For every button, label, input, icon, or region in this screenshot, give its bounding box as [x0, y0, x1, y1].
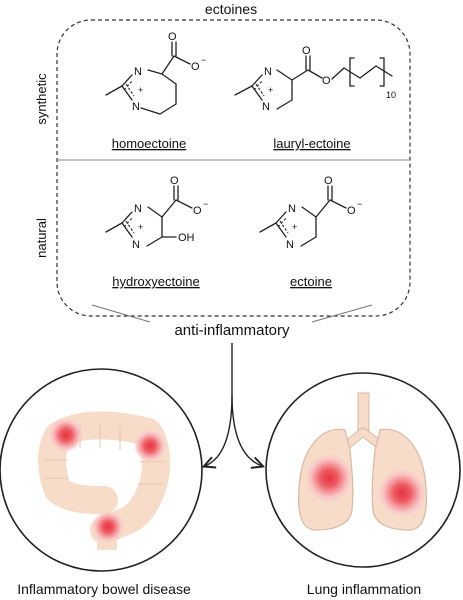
lauryl-ectoine-structure: N N + O O 10: [234, 45, 396, 113]
homoectoine-o-double: O: [168, 31, 177, 43]
ectoine-n-top: N: [288, 203, 296, 215]
hydroxyectoine-plus: +: [138, 222, 143, 232]
ectoine-name: ectoine: [290, 274, 332, 289]
homoectoine-n-top: N: [134, 66, 142, 78]
synthetic-label: synthetic: [34, 73, 49, 125]
hydroxyectoine-oh: OH: [178, 232, 195, 244]
anti-inflammatory-label: anti-inflammatory: [174, 322, 290, 339]
ectoine-o-single: O: [347, 205, 356, 217]
lauryl-ectoine-o-double: O: [302, 45, 311, 57]
homoectoine-structure: N N + O O −: [105, 31, 206, 115]
hydroxyectoine-structure: N N + O O − OH: [105, 175, 208, 251]
lauryl-ectoine-plus: +: [268, 85, 273, 95]
lauryl-ectoine-n-bottom: N: [262, 101, 270, 113]
funnel-right-line: [311, 304, 373, 323]
ectoine-structure: N N + O O −: [259, 175, 362, 251]
homoectoine-name: homoectoine: [112, 136, 186, 151]
homoectoine-plus: +: [138, 85, 143, 95]
hydroxyectoine-n-top: N: [134, 203, 142, 215]
homoectoine-n-bottom: N: [132, 101, 140, 113]
funnel-left-line: [91, 304, 151, 323]
lauryl-ectoine-o-ester: O: [322, 75, 331, 87]
ectoine-plus: +: [292, 222, 297, 232]
ectoine-minus: −: [357, 199, 362, 209]
hydroxyectoine-name: hydroxyectoine: [112, 274, 199, 289]
ibd-illustration: [0, 368, 203, 572]
ectoine-n-bottom: N: [286, 239, 294, 251]
group-title: ectoines: [205, 1, 257, 17]
ibd-label: Inflammatory bowel disease: [17, 581, 191, 597]
lung-illustration: [265, 372, 461, 568]
homoectoine-minus: −: [201, 55, 206, 65]
lauryl-ectoine-repeat-count: 10: [386, 90, 396, 100]
hydroxyectoine-n-bottom: N: [132, 239, 140, 251]
lung-label: Lung inflammation: [307, 581, 421, 597]
arrow-to-lung: [231, 394, 262, 466]
homoectoine-o-single: O: [191, 61, 200, 73]
lauryl-ectoine-n-top: N: [264, 66, 272, 78]
lauryl-ectoine-name: lauryl-ectoine: [273, 136, 350, 151]
hydroxyectoine-o-double: O: [170, 175, 179, 187]
hydroxyectoine-minus: −: [203, 199, 208, 209]
ectoines-box: [56, 19, 411, 317]
ectoine-o-double: O: [324, 175, 333, 187]
natural-label: natural: [34, 218, 49, 258]
arrow-to-ibd: [205, 394, 233, 466]
hydroxyectoine-o-single: O: [193, 205, 202, 217]
